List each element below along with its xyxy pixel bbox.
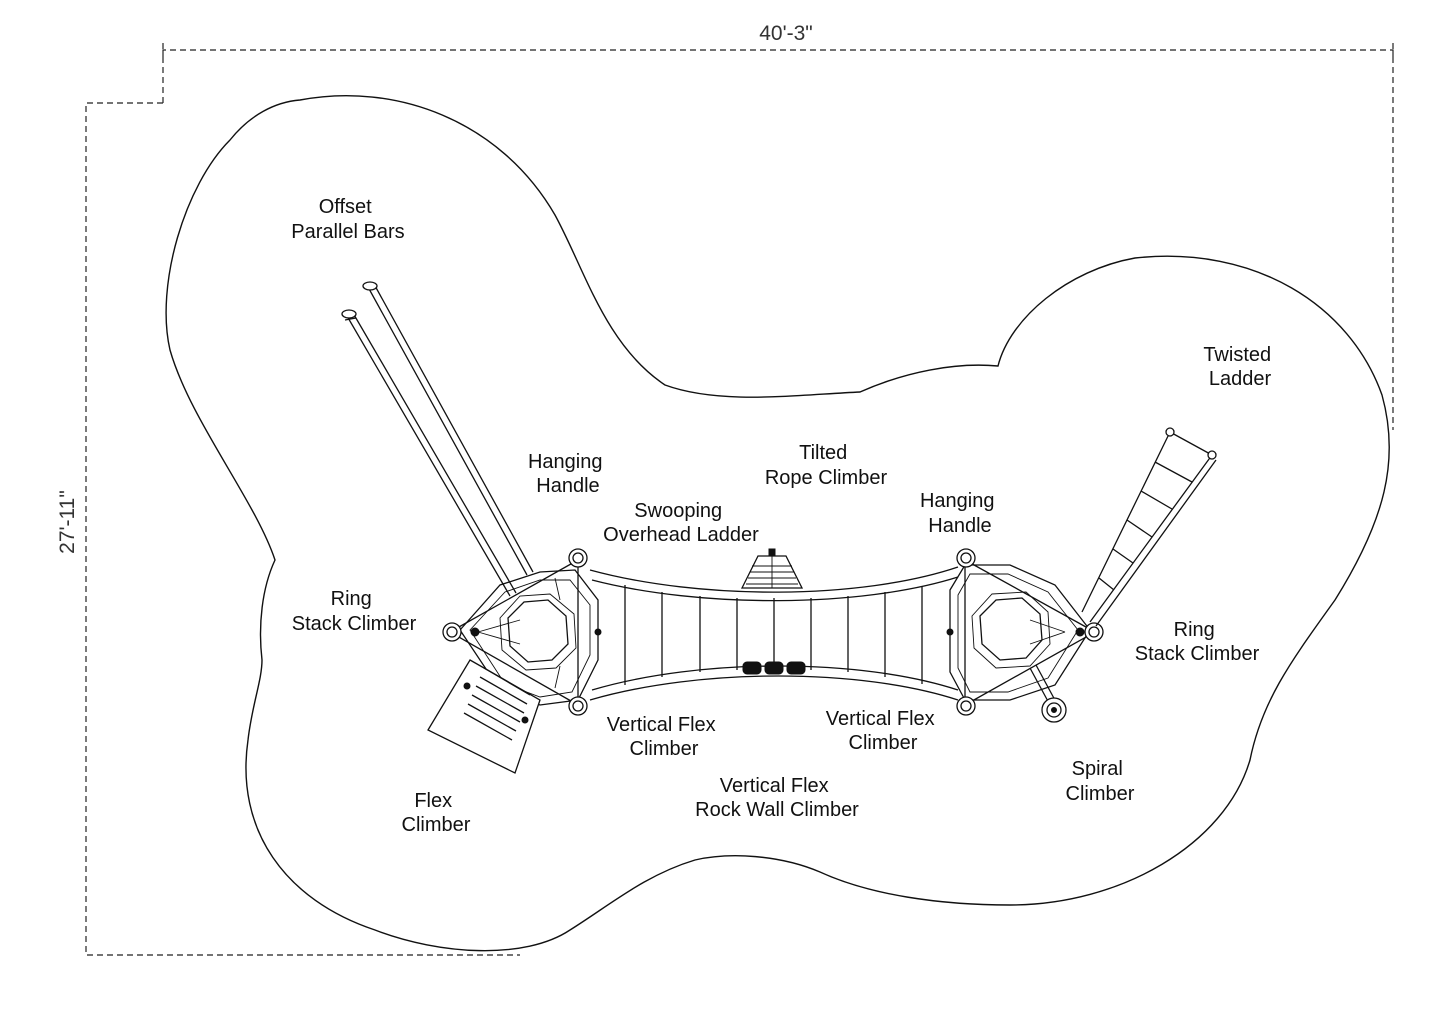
swooping-overhead-ladder (589, 566, 959, 701)
vertical-flex-climber-left-label: Vertical Flex Climber (607, 714, 722, 760)
twisted-ladder (1081, 427, 1217, 627)
left-tower (442, 548, 602, 716)
dimension-lines (85, 43, 1394, 956)
ring-stack-climber-right-label: Ring Stack Climber (1135, 619, 1260, 665)
hanging-handle-left-label: Hanging Handle (528, 451, 608, 497)
swooping-overhead-ladder-label: Swooping Overhead Ladder (603, 500, 759, 546)
twisted-ladder-label: Twisted Ladder (1203, 344, 1276, 390)
spiral-climber (1029, 664, 1067, 723)
flex-climber (427, 659, 541, 774)
tilted-rope-climber (740, 548, 804, 589)
ring-stack-climber-left-label: Ring Stack Climber (292, 588, 417, 635)
width-dimension: 40'-3" (759, 22, 813, 45)
offset-parallel-bars (341, 281, 534, 597)
vertical-flex-climber-right-label: Vertical Flex Climber (826, 708, 941, 754)
depth-dimension: 27'-11" (56, 490, 79, 554)
right-tower (946, 548, 1104, 716)
vertical-flex-rock-wall-climber-label: Vertical Flex Rock Wall Climber (695, 775, 859, 821)
tilted-rope-climber-label: Tilted Rope Climber (765, 442, 888, 489)
hanging-handle-right-label: Hanging Handle (920, 490, 1000, 537)
flex-climber-label: Flex Climber (402, 790, 471, 836)
rock-wall-holds (742, 661, 806, 675)
spiral-climber-label: Spiral Climber (1066, 758, 1135, 805)
offset-parallel-bars-label: Offset Parallel Bars (291, 196, 404, 243)
